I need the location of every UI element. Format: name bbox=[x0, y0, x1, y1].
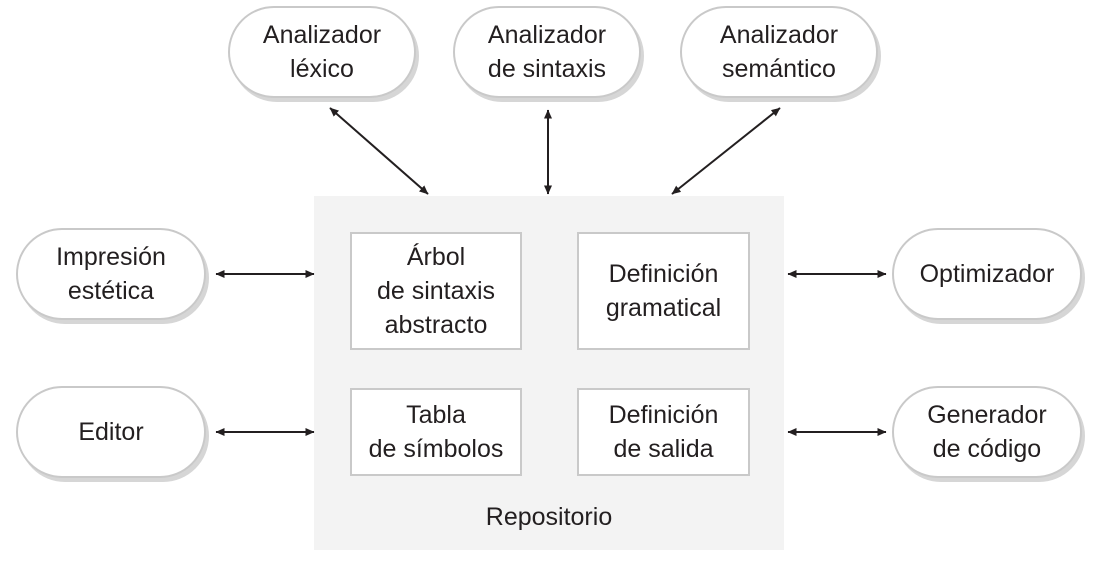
syntax-analyzer-node: Analizador de sintaxis bbox=[453, 6, 641, 98]
semantic-analyzer-arrow bbox=[671, 107, 781, 195]
semantic-analyzer-node: Analizador semántico bbox=[680, 6, 878, 98]
grammar-definition-box: Definición gramatical bbox=[577, 232, 750, 350]
output-definition-box: Definición de salida bbox=[577, 388, 750, 476]
pretty-printer-node: Impresión estética bbox=[16, 228, 206, 320]
editor-node: Editor bbox=[16, 386, 206, 478]
lexical-analyzer-arrow bbox=[329, 107, 429, 195]
symbol-table-box: Tabla de símbolos bbox=[350, 388, 522, 476]
optimizer-node: Optimizador bbox=[892, 228, 1082, 320]
lexical-analyzer-node: Analizador léxico bbox=[228, 6, 416, 98]
abstract-syntax-tree-box: Árbol de sintaxis abstracto bbox=[350, 232, 522, 350]
repository-label: Repositorio bbox=[485, 503, 613, 531]
code-generator-node: Generador de código bbox=[892, 386, 1082, 478]
